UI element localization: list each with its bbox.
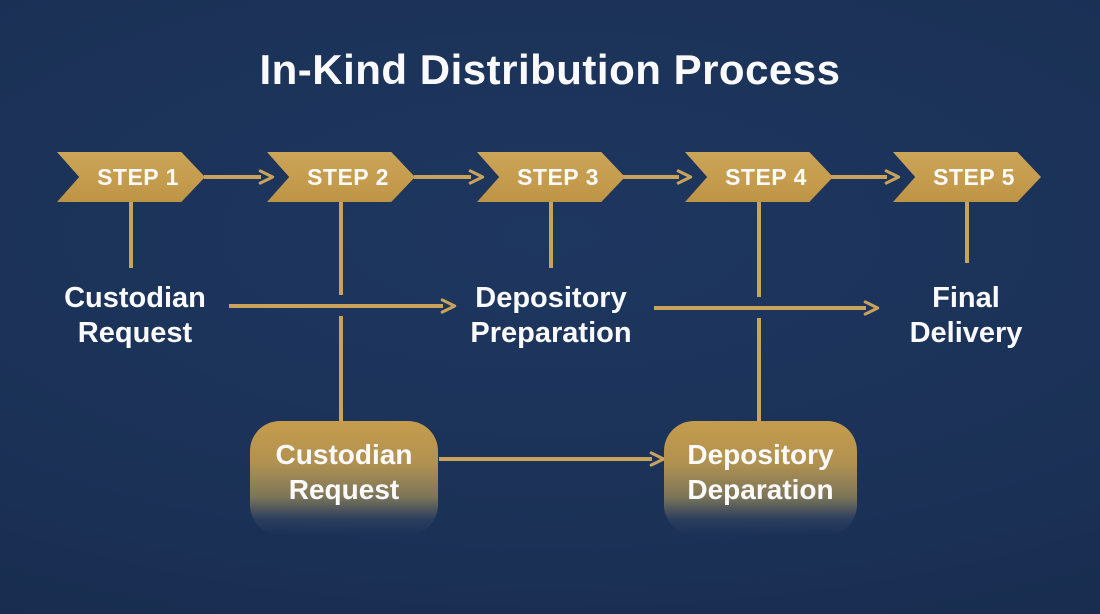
step-4-label: STEP 4 <box>725 163 807 190</box>
final-delivery-line1: Final <box>932 282 1000 314</box>
custodian-request-label: Custodian Request <box>25 281 245 351</box>
depository-preparation-label: Depository Preparation <box>441 281 661 351</box>
custodian-request-box-line2: Request <box>288 474 400 505</box>
custodian-request-box: Custodian Request <box>250 421 438 535</box>
step-3-label: STEP 3 <box>517 163 599 190</box>
custodian-request-box-line1: Custodian <box>275 439 413 470</box>
step-4-chevron: STEP 4 <box>685 152 833 202</box>
depository-preparation-line1: Depository <box>475 282 627 314</box>
depository-preparation-line2: Preparation <box>470 317 632 349</box>
depository-deparation-box-line2: Deparation <box>687 474 834 505</box>
custodian-request-line1: Custodian <box>64 282 206 314</box>
page-title: In-Kind Distribution Process <box>259 46 841 93</box>
step-3-chevron: STEP 3 <box>477 152 625 202</box>
custodian-request-line2: Request <box>77 317 193 349</box>
step-2-chevron: STEP 2 <box>267 152 415 202</box>
step-5-chevron: STEP 5 <box>893 152 1041 202</box>
depository-deparation-box-line1: Depository <box>687 439 834 470</box>
final-delivery-line2: Delivery <box>909 317 1023 349</box>
step-5-label: STEP 5 <box>933 163 1015 190</box>
depository-deparation-box: Depository Deparation <box>664 421 857 535</box>
step-1-label: STEP 1 <box>97 163 179 190</box>
step-2-label: STEP 2 <box>307 163 389 190</box>
final-delivery-label: Final Delivery <box>856 281 1076 351</box>
step-1-chevron: STEP 1 <box>57 152 205 202</box>
